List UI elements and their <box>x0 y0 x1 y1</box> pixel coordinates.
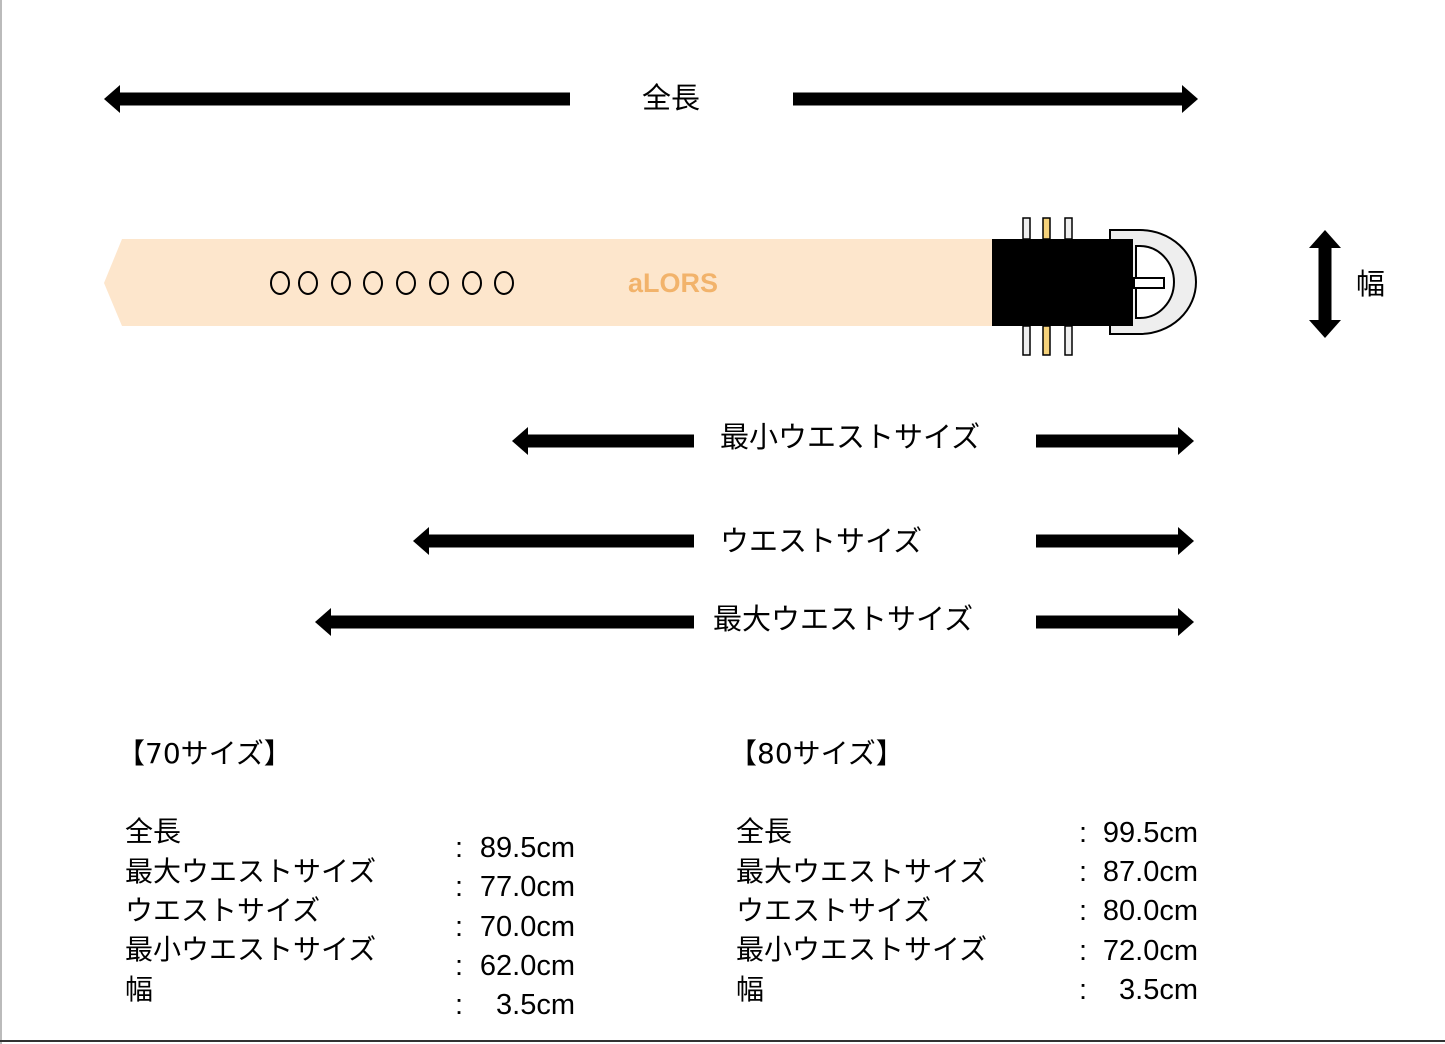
min-waist-label: 最小ウエストサイズ <box>720 420 981 454</box>
spec-value: 3.5cm <box>496 989 575 1021</box>
spec-label: 最大ウエストサイズ <box>736 855 988 888</box>
belt-hole <box>396 271 416 295</box>
colon: : <box>1079 974 1088 1006</box>
belt-end-block <box>992 239 1133 326</box>
max-waist-label: 最大ウエストサイズ <box>713 602 974 636</box>
total-length-label: 全長 <box>641 81 701 115</box>
belt-hole <box>363 271 383 295</box>
colon: : <box>455 950 464 982</box>
loop-gold <box>1042 217 1051 240</box>
belt-hole <box>462 271 482 295</box>
spec-label: 全長 <box>736 815 793 848</box>
spec-value: 70.0cm <box>479 911 575 943</box>
spec-label: 最小ウエストサイズ <box>125 933 377 966</box>
spec-label: 最大ウエストサイズ <box>125 855 377 888</box>
belt-loops <box>1022 217 1073 356</box>
spec-title: 【70サイズ】 <box>117 737 292 770</box>
spec-label: 幅 <box>736 973 765 1006</box>
belt-holes <box>270 271 514 295</box>
loop-gold <box>1042 325 1051 356</box>
spec-value: 62.0cm <box>479 950 575 982</box>
spec-value: 89.5cm <box>479 832 575 864</box>
belt-diagram <box>104 85 1341 636</box>
spec-value: 87.0cm <box>1102 856 1198 888</box>
loop-silver-1 <box>1022 325 1031 356</box>
spec-value: 72.0cm <box>1102 935 1198 967</box>
belt-hole <box>494 271 514 295</box>
spec-value: 77.0cm <box>479 871 575 903</box>
colon: : <box>455 832 464 864</box>
loop-silver-2 <box>1064 325 1073 356</box>
width-label: 幅 <box>1356 267 1386 301</box>
brand-logo-text: aLORS <box>628 268 719 298</box>
spec-label: ウエストサイズ <box>736 894 932 927</box>
colon: : <box>1079 856 1088 888</box>
belt-hole <box>331 271 351 295</box>
loop-silver-1 <box>1022 217 1031 240</box>
colon: : <box>1079 817 1088 849</box>
colon: : <box>1079 935 1088 967</box>
spec-label: 幅 <box>125 973 154 1006</box>
waist-arrow <box>413 527 1194 555</box>
spec-value: 80.0cm <box>1102 895 1198 927</box>
spec-label: ウエストサイズ <box>125 894 321 927</box>
page-left-border <box>0 0 2 1044</box>
belt-hole <box>298 271 318 295</box>
max-waist-arrow <box>315 608 1194 636</box>
spec-value: 99.5cm <box>1102 817 1198 849</box>
spec-title: 【80サイズ】 <box>729 737 904 770</box>
colon: : <box>455 911 464 943</box>
colon: : <box>455 989 464 1021</box>
page-bottom-border <box>0 1040 1445 1042</box>
total-length-arrow <box>104 85 1198 113</box>
spec-label: 最小ウエストサイズ <box>736 933 988 966</box>
width-arrow <box>1309 230 1341 338</box>
spec-value: 3.5cm <box>1119 974 1198 1006</box>
belt-strap <box>104 239 1000 326</box>
colon: : <box>1079 895 1088 927</box>
colon: : <box>455 871 464 903</box>
waist-label: ウエストサイズ <box>720 524 923 558</box>
spec-label: 全長 <box>125 815 182 848</box>
min-waist-arrow <box>512 427 1194 455</box>
belt-hole <box>429 271 449 295</box>
loop-silver-2 <box>1064 217 1073 240</box>
belt-hole <box>270 271 290 295</box>
